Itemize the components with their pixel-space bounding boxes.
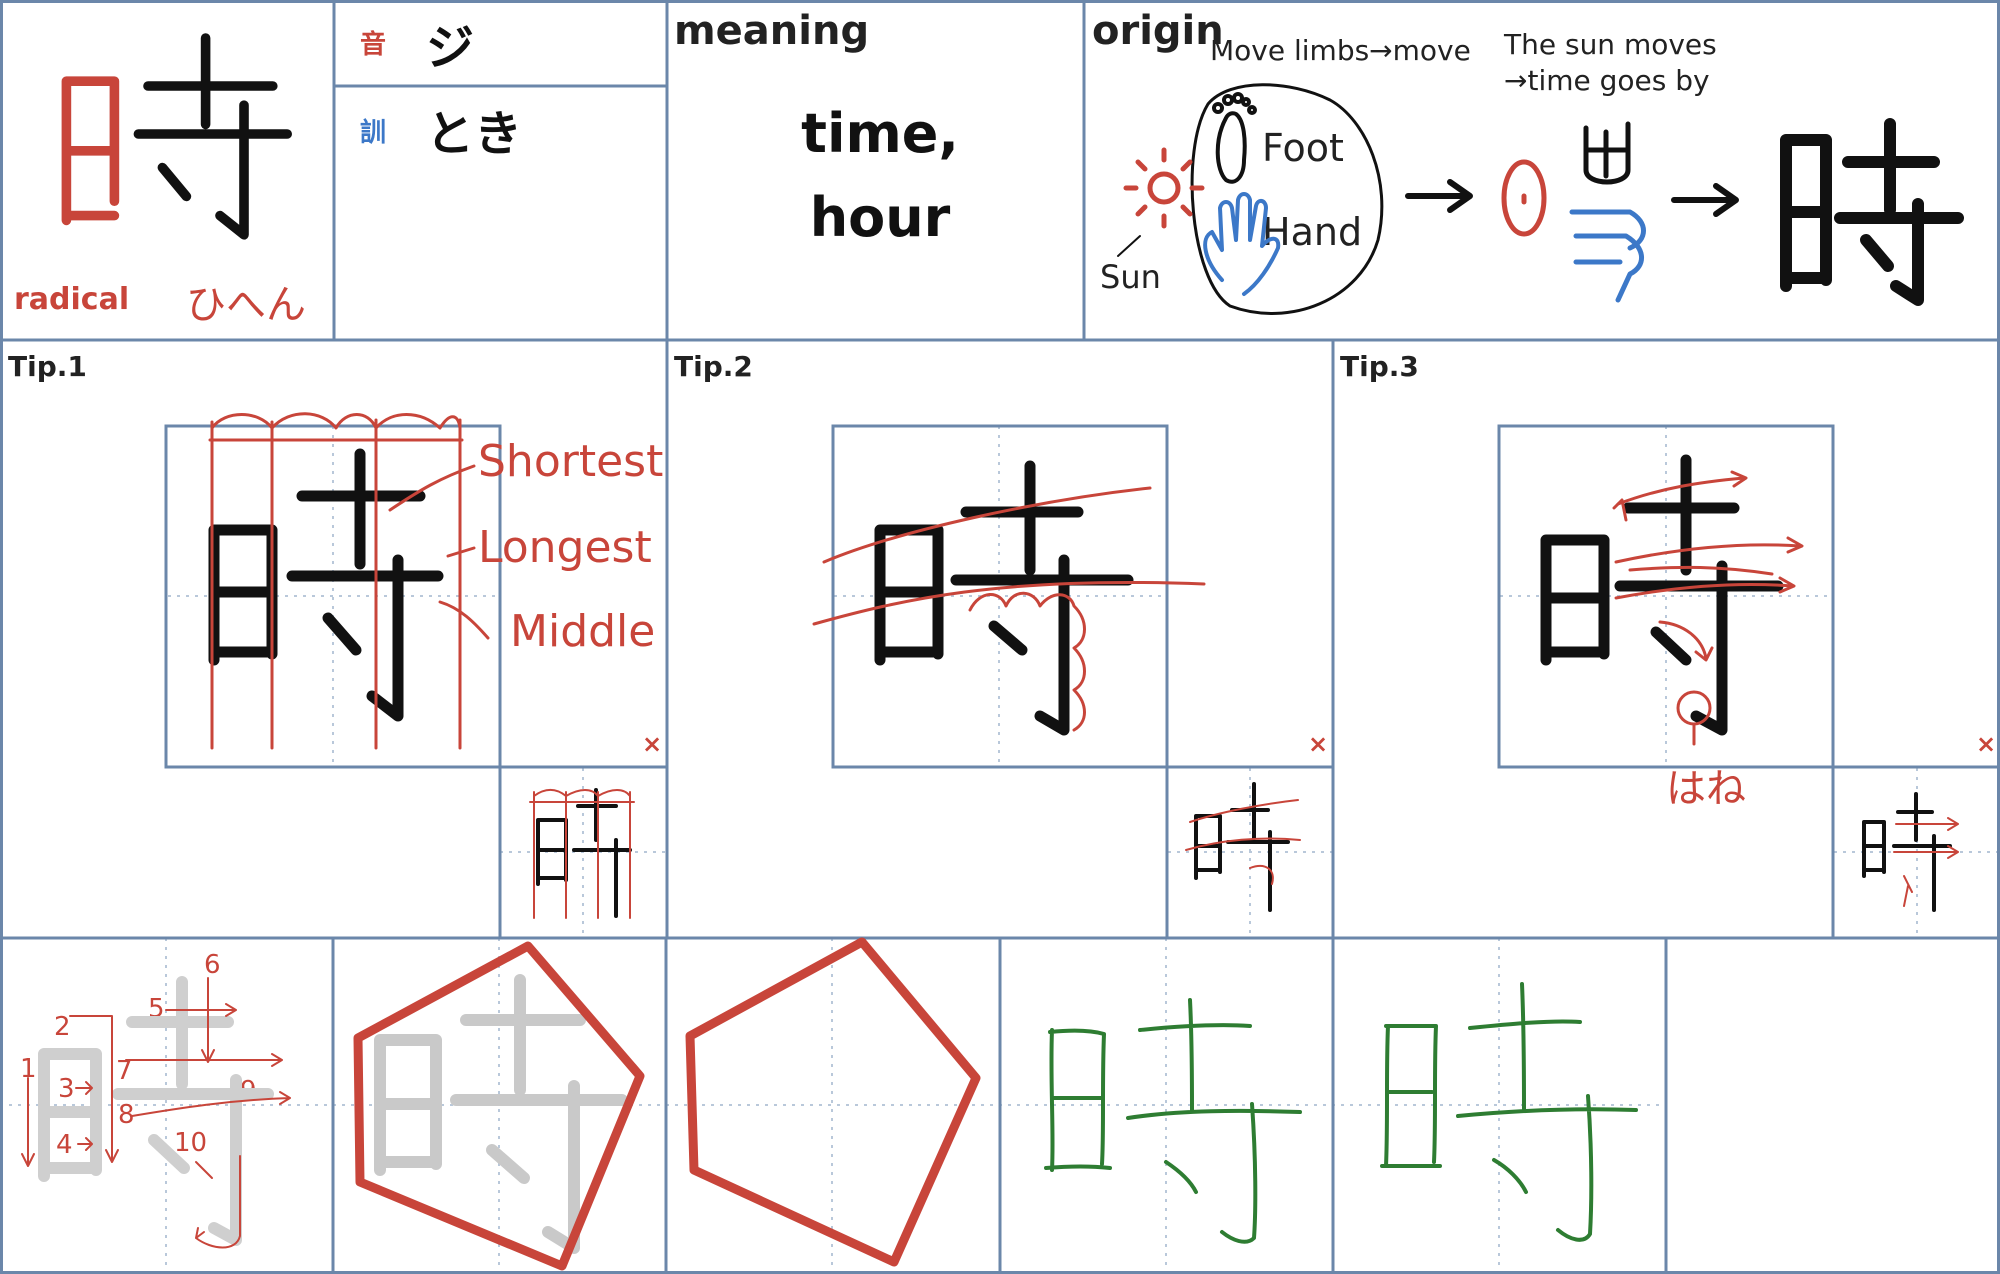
tips-illustrations [208,412,1959,919]
tip-1-label: Tip.1 [8,350,87,383]
tip-3-close-mark: × [1976,730,1997,758]
practice-2-pentagon [353,941,645,1271]
origin-label: origin [1092,8,1224,54]
tip-2-close-mark: × [1308,730,1329,758]
stroke-number-3: 3 [58,1074,75,1104]
hand-ideograph-icon [1569,209,1646,303]
origin-final-kanji [1780,118,1964,306]
tip-1-guides [208,412,490,750]
practice-ghost-kanji [374,974,628,1254]
tip-1-note-middle: Middle [510,606,656,657]
tip-2-label: Tip.2 [674,350,753,383]
limbs-outline [1190,83,1384,315]
meaning-line-1: time, [801,102,959,165]
arrow-2-icon [1671,183,1739,217]
stroke-number-10: 10 [174,1128,208,1158]
stroke-number-8: 8 [118,1100,135,1130]
tip-2-mini-guides [1185,799,1301,885]
kun-reading: とき [426,106,523,162]
meaning-line-2: hour [809,186,951,249]
on-reading: ジ [426,20,475,76]
tip-1-note-shortest: Shortest [478,436,664,487]
stroke-number-4: 4 [56,1130,73,1160]
tip-3-guides [1612,470,1804,746]
radical-label: radical [14,282,130,317]
practice-5-green-kanji [1380,982,1638,1242]
sun-ideograph-icon [1501,159,1547,237]
stroke-number-6: 6 [204,950,221,980]
tip-3-note-hane: はね [1666,766,1746,812]
kun-reading-tag: 訓 [360,118,387,148]
tip-3-mini-guides [1893,817,1959,907]
hand-icon [1203,192,1281,296]
origin-illustration [1117,83,1964,315]
tip-3-label: Tip.3 [1340,350,1419,383]
tip-1-close-mark: × [642,730,663,758]
stroke-order-arrows [21,977,291,1249]
practice-3-pentagon [685,937,981,1267]
foot-icon [1212,92,1257,184]
origin-foot-label: Foot [1262,126,1344,170]
foot-ideograph-icon [1583,121,1631,185]
origin-sun-note-1: The sun moves [1504,28,1717,61]
on-reading-tag: 音 [360,30,387,60]
origin-sun-note-2: →time goes by [1504,64,1710,97]
meaning-label: meaning [674,8,870,54]
main-kanji-glyph [61,33,292,240]
stroke-number-1: 1 [20,1054,37,1084]
stroke-order-ghost-kanji [38,976,274,1246]
tip-1-note-longest: Longest [478,522,652,573]
origin-move-note: Move limbs→move [1210,34,1471,67]
practice-4-green-kanji [1044,998,1302,1244]
main-kanji [52,14,292,254]
origin-sun-label: Sun [1100,258,1161,296]
stroke-number-2: 2 [54,1012,71,1042]
radical-name: ひへん [186,282,306,328]
tip-3-mini-kanji [1862,792,1952,912]
stroke-number-7: 7 [116,1056,133,1086]
arrow-1-icon [1405,179,1473,213]
tip-2-kanji [874,460,1134,736]
tip-2-guides [812,486,1206,732]
tip-1-mini-guides [529,789,635,919]
sun-icon [1123,147,1205,229]
